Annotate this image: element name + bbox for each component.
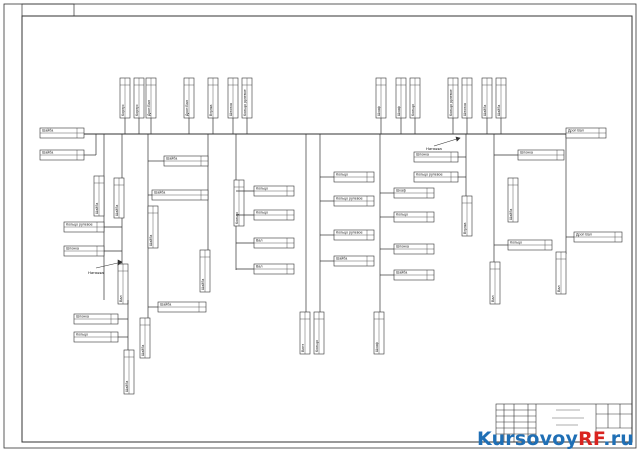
part-label: Кольцо bbox=[396, 213, 408, 217]
part-label-vertical: Винт bbox=[301, 344, 305, 352]
part-label-vertical: Шкаф bbox=[397, 106, 401, 116]
part-label-vertical: Шайба bbox=[201, 279, 205, 290]
part-label-vertical: Вал bbox=[557, 286, 561, 293]
part-label-vertical: Шайба bbox=[115, 205, 119, 216]
part-label-vertical: Дроп Вал bbox=[147, 100, 151, 116]
part-label: Шайба bbox=[166, 157, 177, 161]
watermark-logo[interactable]: KursovoyRF.ru bbox=[477, 428, 634, 450]
part-label-vertical: Корпус bbox=[135, 104, 139, 116]
part-label-vertical: Кольцо рулевое bbox=[243, 89, 247, 116]
part-label-vertical: Дроп Вал bbox=[185, 100, 189, 116]
part-label-vertical: Шкаф bbox=[377, 106, 381, 116]
part-label-vertical: Втулка bbox=[209, 105, 213, 116]
part-label-vertical: Шпонка bbox=[229, 103, 233, 116]
part-label: Шайба bbox=[42, 129, 53, 133]
part-label: Шпонка bbox=[416, 153, 429, 157]
part-label: Шайба bbox=[42, 151, 53, 155]
part-label-vertical: Кольцо рулевое bbox=[449, 89, 453, 116]
part-label: Вал bbox=[256, 265, 263, 269]
part-label-vertical: Шкаф bbox=[375, 342, 379, 352]
part-label-vertical: Вал bbox=[119, 296, 123, 303]
part-label: Шпонка bbox=[520, 151, 533, 155]
callout-left-text: Натяжка bbox=[88, 270, 105, 275]
part-label: Дроп Вал bbox=[576, 233, 592, 237]
watermark-part1: Kursovoy bbox=[476, 428, 579, 450]
part-label: Кольцо bbox=[336, 173, 348, 177]
part-label: Шпонка bbox=[396, 245, 409, 249]
part-label: Кольцо bbox=[76, 333, 88, 337]
part-label-vertical: Кольцо bbox=[315, 340, 319, 352]
part-label: Шайба bbox=[396, 271, 407, 275]
part-label-vertical: Шайба bbox=[483, 105, 487, 116]
part-label-vertical: Шайба bbox=[149, 235, 153, 246]
part-label: Кольцо рулевое bbox=[66, 223, 93, 227]
part-label-vertical: Шайба bbox=[141, 345, 145, 356]
part-label: Кольцо рулевое bbox=[336, 197, 363, 201]
part-label-vertical: Шайба bbox=[497, 105, 501, 116]
part-label-vertical: Кольцо bbox=[411, 104, 415, 116]
callout-arrows bbox=[95, 136, 461, 269]
part-label-vertical: Вал bbox=[491, 296, 495, 303]
part-label-vertical: Шайба bbox=[509, 209, 513, 220]
title-block bbox=[495, 403, 633, 443]
part-label: Шайба bbox=[336, 257, 347, 261]
part-label-vertical: Кольцо bbox=[235, 212, 239, 224]
part-label: Кольцо рулевое bbox=[336, 231, 363, 235]
part-label: Шпонка bbox=[76, 315, 89, 319]
part-label-vertical: Втулка bbox=[463, 223, 467, 234]
part-label: Кольцо bbox=[510, 241, 522, 245]
watermark-part2: RF bbox=[578, 428, 604, 450]
part-label: Кольцо bbox=[256, 211, 268, 215]
drawing-frame bbox=[3, 3, 637, 449]
part-label: Дроп Вал bbox=[568, 129, 584, 133]
part-label-vertical: Шайба bbox=[125, 381, 129, 392]
part-label: Шкаф bbox=[396, 189, 406, 193]
part-label: Кольцо bbox=[256, 187, 268, 191]
part-label: Кольцо рулевое bbox=[416, 173, 443, 177]
part-label: Шайба bbox=[160, 303, 171, 307]
part-label: Шайба bbox=[154, 191, 165, 195]
part-label-vertical: Шайба bbox=[95, 203, 99, 214]
watermark-part3: .ru bbox=[603, 428, 634, 450]
callout-right-text: Натяжка bbox=[426, 146, 443, 151]
part-label: Вал bbox=[256, 239, 263, 243]
part-label: Шпонка bbox=[66, 247, 79, 251]
part-label-vertical: Корпус bbox=[121, 104, 125, 116]
part-label-vertical: Шпонка bbox=[463, 103, 467, 116]
